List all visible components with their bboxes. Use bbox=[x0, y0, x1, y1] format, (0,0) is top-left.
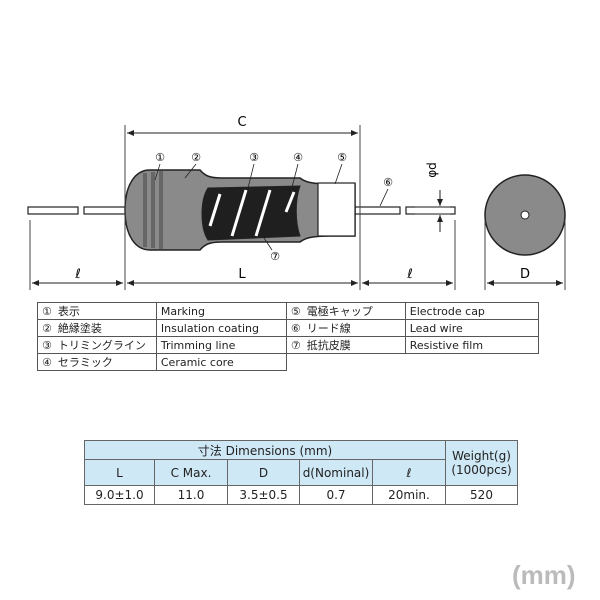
part-en: Electrode cap bbox=[404, 302, 539, 320]
table-cell: 20min. bbox=[372, 485, 446, 505]
part-number: ① bbox=[36, 302, 54, 320]
callout-1: ① bbox=[155, 151, 165, 164]
part-jp: 表示 bbox=[53, 302, 157, 320]
table-cell: 9.0±1.0 bbox=[84, 485, 155, 505]
part-en: Lead wire bbox=[404, 319, 539, 337]
part-number: ④ bbox=[36, 353, 54, 371]
dim-d-label: D bbox=[520, 267, 530, 282]
column-header: C Max. bbox=[154, 459, 228, 486]
column-header: D bbox=[227, 459, 300, 486]
column-header: d(Nominal) bbox=[299, 459, 373, 486]
end-view bbox=[484, 174, 566, 256]
part-jp: トリミングライン bbox=[53, 336, 157, 354]
callouts: ① ② ③ ④ ⑤ ⑥ ⑦ bbox=[155, 151, 393, 263]
part-number: ⑥ bbox=[285, 319, 303, 337]
electrode-cap bbox=[317, 182, 356, 237]
table-cell: 520 bbox=[445, 485, 518, 505]
dimensions-group-header: 寸法 Dimensions (mm) bbox=[84, 440, 446, 460]
resistor-diagram: C L ℓ ℓ D φd ① ② ③ ④ ⑤ ⑥ ⑦ bbox=[27, 115, 566, 290]
dim-lead-right-label: ℓ bbox=[406, 267, 412, 282]
part-en: Resistive film bbox=[404, 336, 539, 354]
empty-cell bbox=[286, 354, 538, 371]
part-number: ⑦ bbox=[285, 336, 303, 354]
unit-label: (mm) bbox=[512, 560, 576, 590]
part-en: Insulation coating bbox=[155, 319, 287, 337]
extension-lines bbox=[29, 125, 566, 290]
callout-3: ③ bbox=[249, 151, 259, 164]
table-row: ④ セラミック Ceramic core bbox=[36, 353, 539, 371]
part-number: ⑤ bbox=[285, 302, 303, 320]
callout-5: ⑤ bbox=[337, 151, 347, 164]
part-jp: 抵抗皮膜 bbox=[302, 336, 406, 354]
weight-header-line2: (1000pcs) bbox=[451, 463, 512, 477]
weight-header: Weight(g) (1000pcs) bbox=[445, 440, 518, 486]
table-header-row: 寸法 Dimensions (mm) Weight(g) (1000pcs) bbox=[84, 440, 518, 486]
part-jp: 電極キャップ bbox=[302, 302, 406, 320]
table-cell: 3.5±0.5 bbox=[227, 485, 300, 505]
part-en: Trimming line bbox=[155, 336, 287, 354]
part-en: Marking bbox=[155, 302, 287, 320]
callout-leaders bbox=[154, 163, 389, 251]
part-number: ② bbox=[36, 319, 54, 337]
table-cell: 11.0 bbox=[154, 485, 228, 505]
column-header: L bbox=[84, 459, 155, 486]
dim-l-label: L bbox=[238, 267, 246, 282]
marking-bands bbox=[143, 171, 163, 249]
parts-legend-table: ① 表示 Marking ⑤ 電極キャップ Electrode cap ② 絶縁… bbox=[36, 302, 539, 371]
table-row: 9.0±1.0 11.0 3.5±0.5 0.7 20min. 520 bbox=[84, 485, 518, 505]
dim-wire-d-label: φd bbox=[425, 162, 439, 178]
table-cell: 0.7 bbox=[299, 485, 373, 505]
callout-7: ⑦ bbox=[270, 250, 280, 263]
part-en: Ceramic core bbox=[155, 353, 287, 371]
dimensions-table: 寸法 Dimensions (mm) Weight(g) (1000pcs) L… bbox=[84, 440, 518, 505]
part-jp: リード線 bbox=[302, 319, 406, 337]
dim-c-label: C bbox=[237, 115, 246, 130]
part-jp: 絶縁塗装 bbox=[53, 319, 157, 337]
dimension-arrows bbox=[32, 130, 563, 286]
table-row: ② 絶縁塗装 Insulation coating ⑥ リード線 Lead wi… bbox=[36, 319, 539, 337]
part-jp: セラミック bbox=[53, 353, 157, 371]
resistive-film-cutaway bbox=[201, 185, 301, 241]
part-number: ③ bbox=[36, 336, 54, 354]
trimming-lines bbox=[208, 189, 296, 237]
table-row: ① 表示 Marking ⑤ 電極キャップ Electrode cap bbox=[36, 302, 539, 320]
column-header: ℓ bbox=[372, 459, 446, 486]
callout-6: ⑥ bbox=[383, 176, 393, 189]
weight-header-line1: Weight(g) bbox=[452, 449, 511, 463]
dim-lead-left-label: ℓ bbox=[74, 267, 80, 282]
callout-2: ② bbox=[191, 151, 201, 164]
callout-4: ④ bbox=[293, 151, 303, 164]
table-row: ③ トリミングライン Trimming line ⑦ 抵抗皮膜 Resistiv… bbox=[36, 336, 539, 354]
resistor-body bbox=[124, 169, 356, 251]
